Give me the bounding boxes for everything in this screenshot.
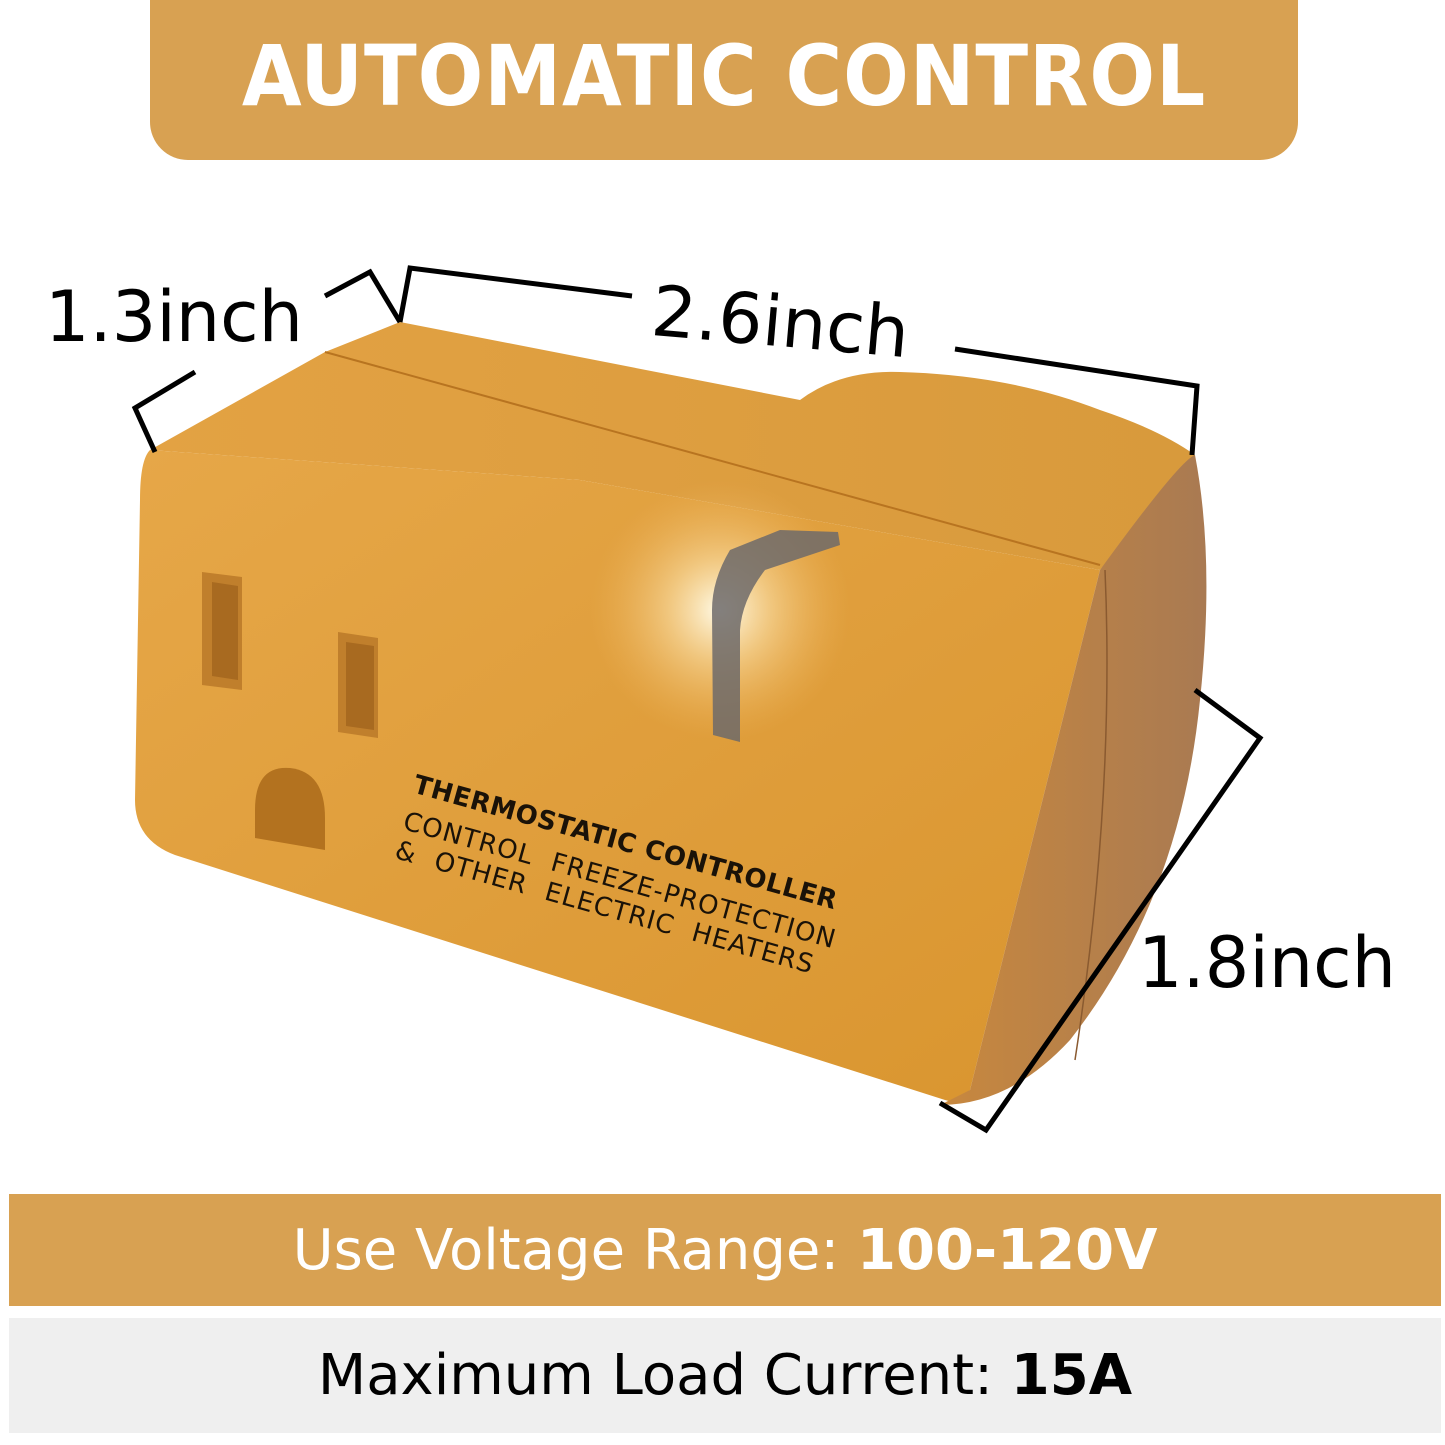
indicator-light-icon bbox=[712, 530, 840, 742]
voltage-label-text: Use Voltage Range: bbox=[292, 1217, 840, 1283]
current-label: Maximum Load Current: 15A bbox=[318, 1343, 1132, 1408]
page-title: AUTOMATIC CONTROL bbox=[241, 27, 1207, 125]
dimension-length: 2.6inch bbox=[648, 270, 913, 375]
dimension-brackets bbox=[131, 265, 1264, 1134]
voltage-label: Use Voltage Range: 100-120V bbox=[293, 1218, 1158, 1283]
voltage-value: 100-120V bbox=[857, 1217, 1158, 1283]
voltage-spec-band: Use Voltage Range: 100-120V bbox=[9, 1194, 1441, 1306]
current-value: 15A bbox=[1010, 1343, 1133, 1408]
dimension-height: 1.8inch bbox=[1138, 922, 1396, 1004]
current-spec-band: Maximum Load Current: 15A bbox=[9, 1318, 1441, 1433]
outlet-icon bbox=[202, 572, 378, 850]
title-banner: AUTOMATIC CONTROL bbox=[150, 0, 1298, 160]
dimension-depth: 1.3inch bbox=[45, 276, 303, 358]
current-label-text: Maximum Load Current: bbox=[317, 1343, 993, 1408]
